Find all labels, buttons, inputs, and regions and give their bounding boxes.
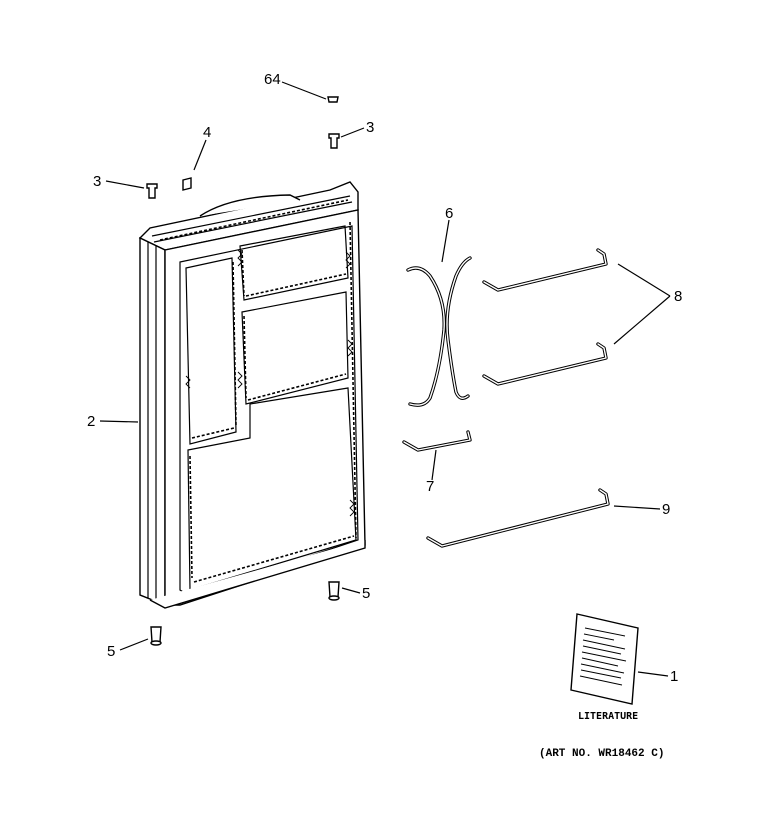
art-number: (ART NO. WR18462 C) [539, 748, 664, 760]
part-8-bar-upper [482, 248, 608, 292]
part-5-bushing-left [150, 626, 162, 646]
part-3-screw-right [328, 133, 340, 149]
part-5-bushing-right [328, 581, 340, 601]
part-3-screw-left [146, 183, 158, 199]
callout-5-right: 5 [362, 585, 370, 602]
callout-7: 7 [426, 478, 434, 495]
callout-9: 9 [662, 501, 670, 518]
part-64-plug [327, 96, 339, 103]
leader-lines [99, 81, 671, 677]
callout-3-left: 3 [93, 173, 101, 190]
part-8-bar-lower [482, 342, 608, 386]
callout-5-left: 5 [107, 643, 115, 660]
door-assembly [138, 181, 366, 609]
part-1-literature [570, 613, 639, 705]
part-6-shelf-retainer [406, 256, 472, 407]
part-9-bar-long [426, 488, 610, 548]
callout-3-right: 3 [366, 119, 374, 136]
literature-caption: LITERATURE [578, 711, 638, 722]
part-7-bar-small [402, 430, 472, 452]
callout-1: 1 [670, 668, 678, 685]
callout-6: 6 [445, 205, 453, 222]
callout-4: 4 [203, 124, 211, 141]
callout-8: 8 [674, 288, 682, 305]
callout-2: 2 [87, 413, 95, 430]
callout-64: 64 [264, 71, 281, 88]
part-4-shim [182, 177, 192, 191]
